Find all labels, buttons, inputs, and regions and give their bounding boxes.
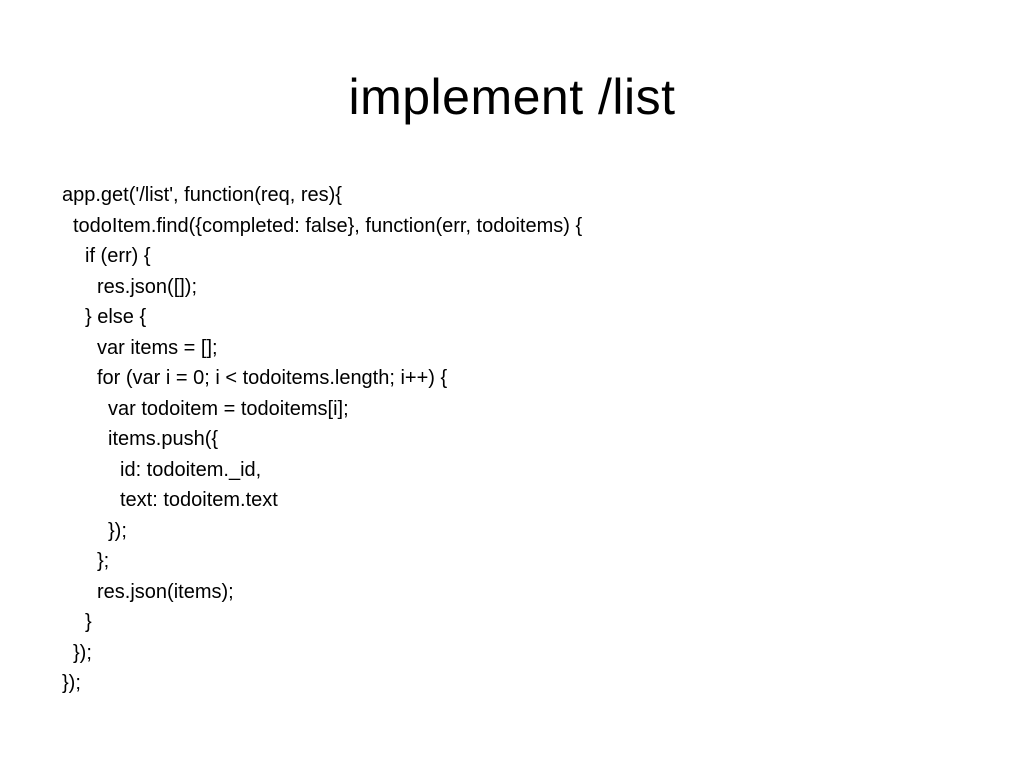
code-line: id: todoitem._id, <box>120 458 262 481</box>
code-line: if (err) { <box>85 245 151 267</box>
code-line: } <box>85 611 92 633</box>
code-line: } else { <box>85 306 147 328</box>
code-block: app.get('/list', function(req, res){ todo… <box>62 180 962 699</box>
code-line: }); <box>108 519 127 542</box>
code-line: var todoitem = todoitems[i]; <box>108 397 349 420</box>
slide-title: implement /list <box>348 69 676 125</box>
code-line: res.json([]); <box>97 275 198 298</box>
code-line: app.get('/list', function(req, res){ <box>62 184 342 206</box>
code-line: todoItem.find({completed: false}, functi… <box>73 214 583 237</box>
code-line: }); <box>62 672 81 694</box>
code-line: }); <box>73 641 92 664</box>
code-line: items.push({ <box>108 428 219 450</box>
code-line: for (var i = 0; i < todoitems.length; i+… <box>97 367 448 389</box>
code-line: text: todoitem.text <box>120 489 278 511</box>
code-line: res.json(items); <box>97 580 234 603</box>
code-line: }; <box>97 550 110 572</box>
code-line: var items = []; <box>97 336 218 359</box>
